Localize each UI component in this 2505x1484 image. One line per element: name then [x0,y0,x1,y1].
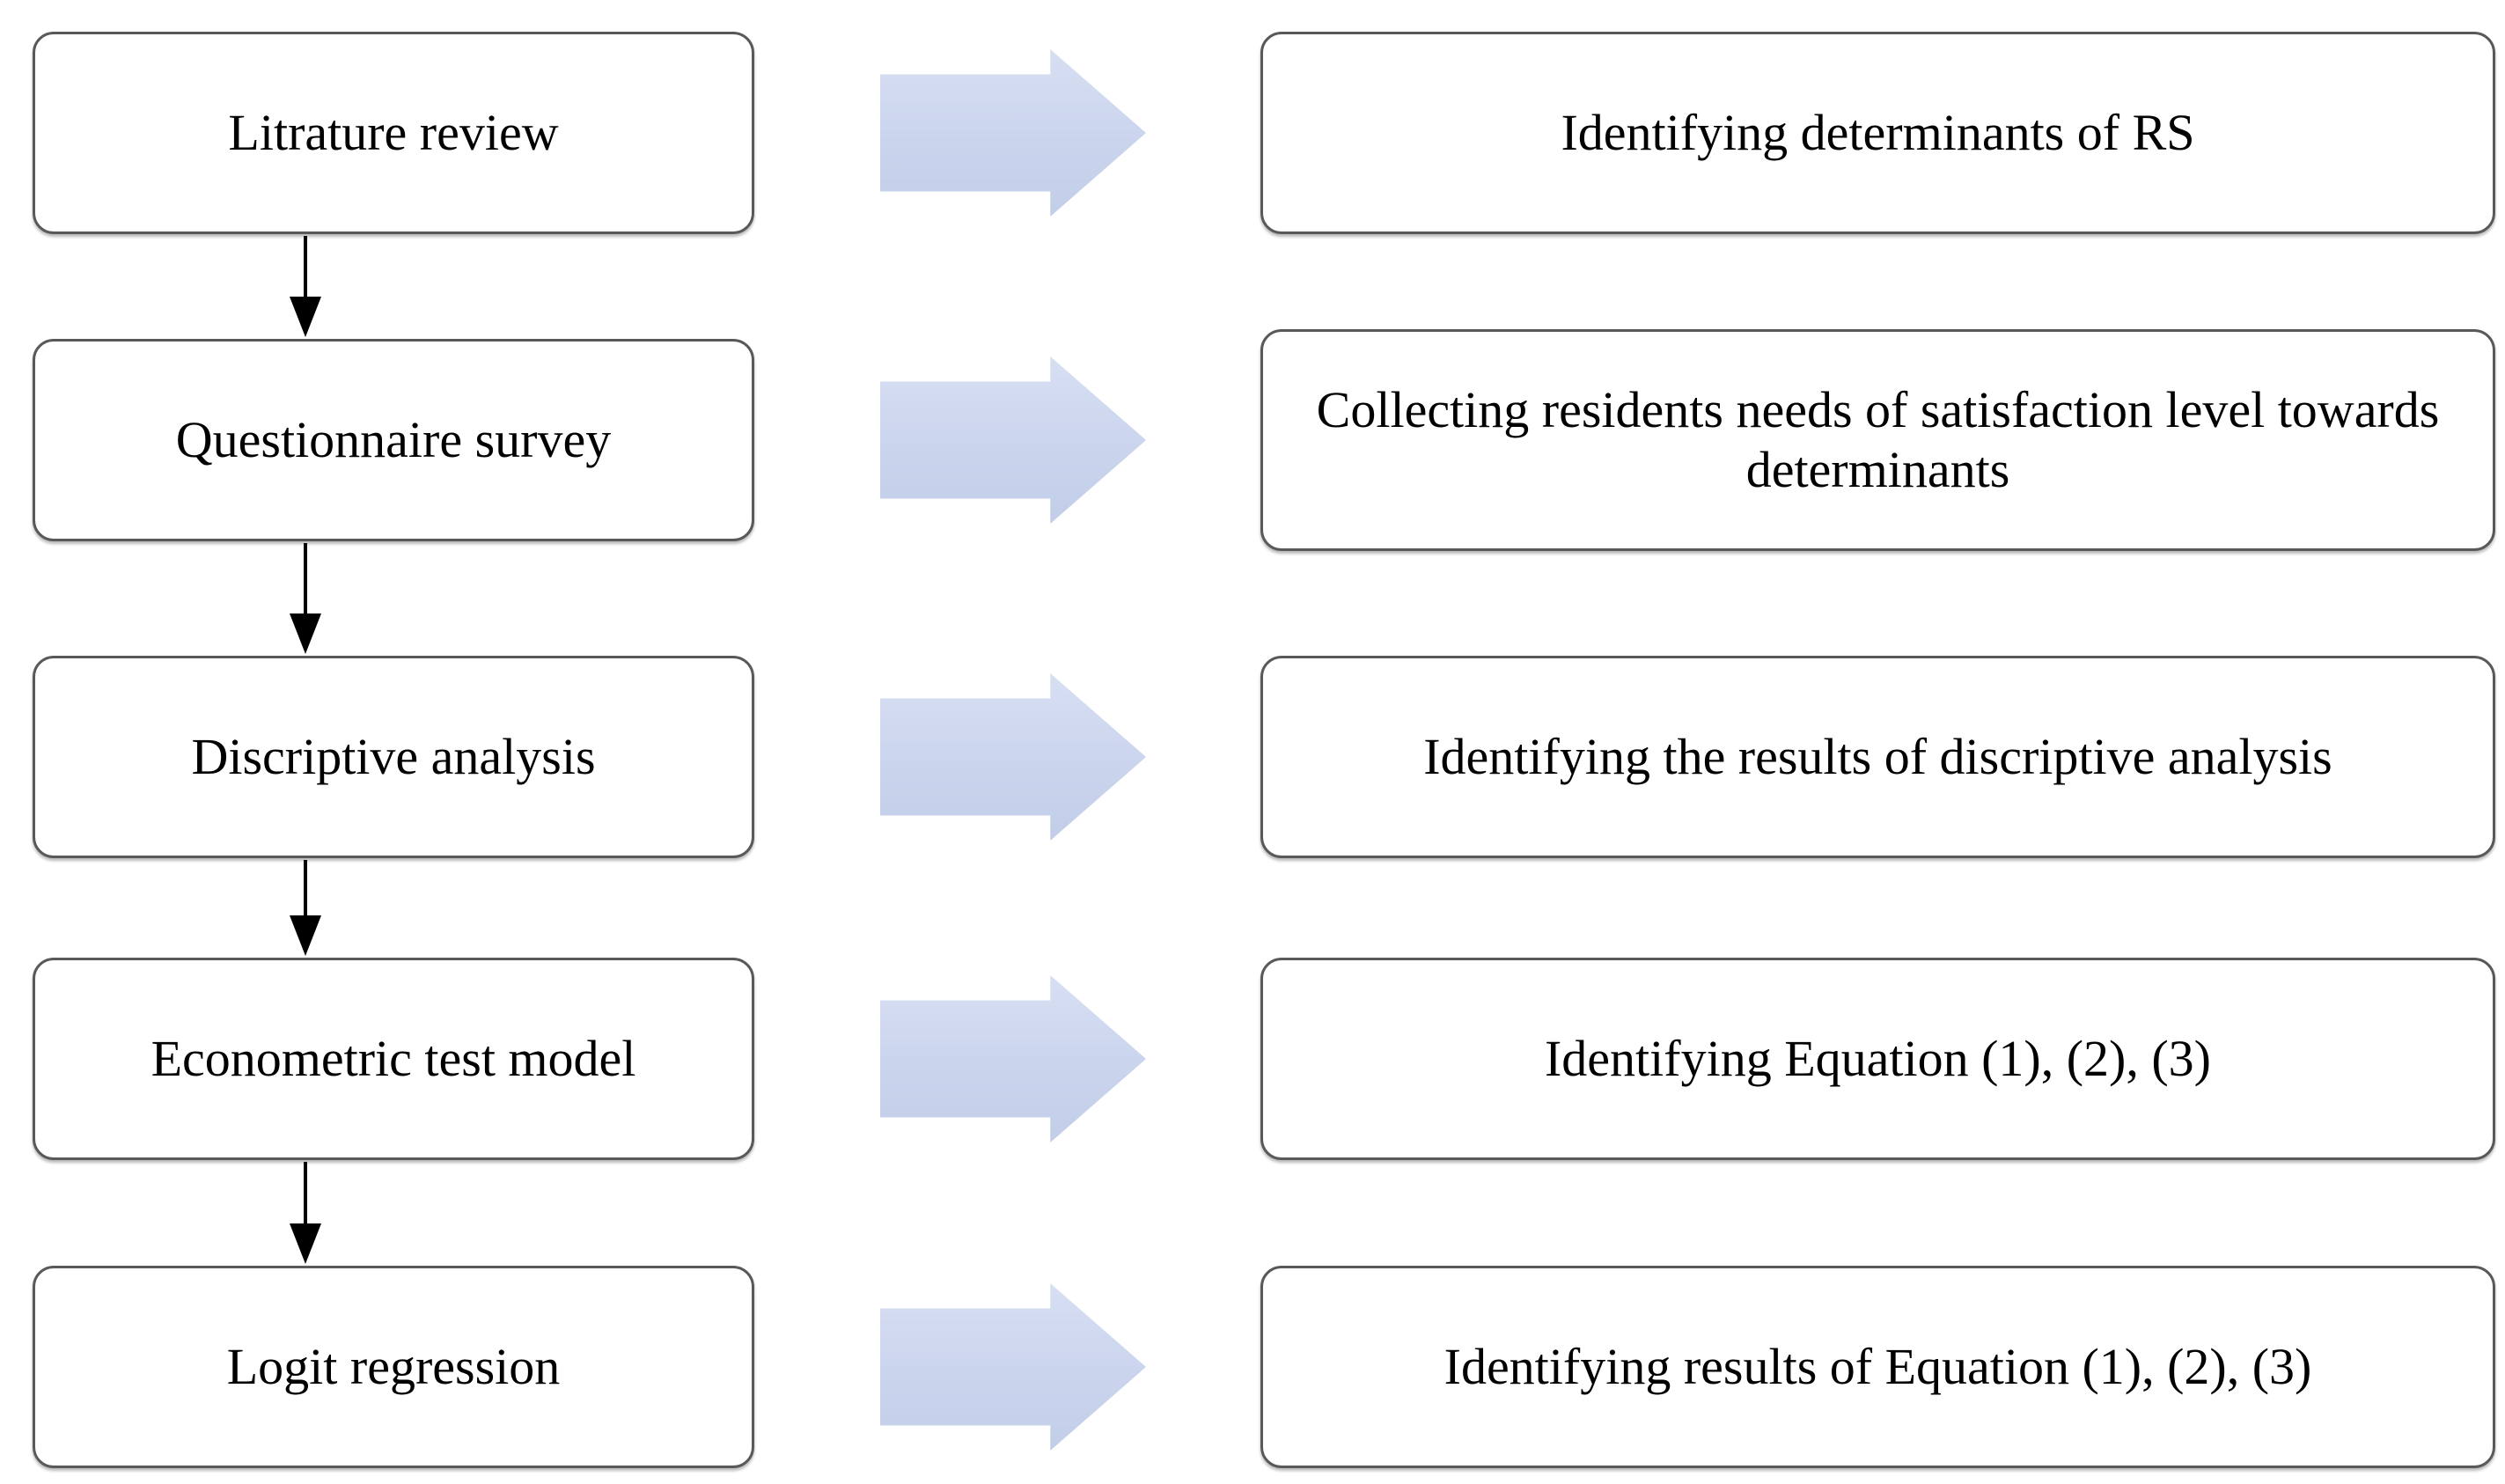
block-arrow-right-icon [880,356,1146,524]
step-box-econometric-test-model: Econometric test model [33,958,754,1160]
block-arrow-right-icon [880,673,1146,841]
step-label: Logit regression [226,1337,561,1395]
arrow-down-icon [290,860,321,956]
step-label: Questionnaire survey [175,410,612,468]
result-label: Identifying determinants of RS [1561,103,2195,161]
result-label: Identifying the results of discriptive a… [1423,727,2332,785]
step-label: Litrature review [228,103,559,161]
arrow-head [290,915,321,956]
result-box-discriptive-analysis-results: Identifying the results of discriptive a… [1260,656,2495,858]
block-arrow-right-icon [880,975,1146,1142]
result-box-collecting-residents-needs: Collecting residents needs of satisfacti… [1260,329,2495,551]
result-box-determinants-of-rs: Identifying determinants of RS [1260,32,2495,234]
arrow-head [290,1223,321,1264]
arrow-head [290,613,321,654]
step-box-logit-regression: Logit regression [33,1266,754,1468]
arrow-shaft [304,543,307,616]
arrow-down-icon [290,543,321,654]
step-box-litrature-review: Litrature review [33,32,754,234]
step-label: Discriptive analysis [191,727,596,785]
result-label: Identifying Equation (1), (2), (3) [1544,1029,2211,1087]
result-box-equation-results: Identifying results of Equation (1), (2)… [1260,1266,2495,1468]
arrow-shaft [304,1162,307,1226]
step-box-questionnaire-survey: Questionnaire survey [33,339,754,541]
arrow-down-icon [290,236,321,337]
arrow-shaft [304,236,307,299]
block-arrow-right-icon [880,49,1146,217]
arrow-shaft [304,860,307,918]
arrow-head [290,297,321,337]
result-label: Collecting residents needs of satisfacti… [1316,380,2440,498]
block-arrow-right-icon [880,1283,1146,1451]
step-box-discriptive-analysis: Discriptive analysis [33,656,754,858]
step-label: Econometric test model [151,1029,636,1087]
result-label: Identifying results of Equation (1), (2)… [1443,1337,2312,1395]
arrow-down-icon [290,1162,321,1264]
result-box-identifying-equations: Identifying Equation (1), (2), (3) [1260,958,2495,1160]
